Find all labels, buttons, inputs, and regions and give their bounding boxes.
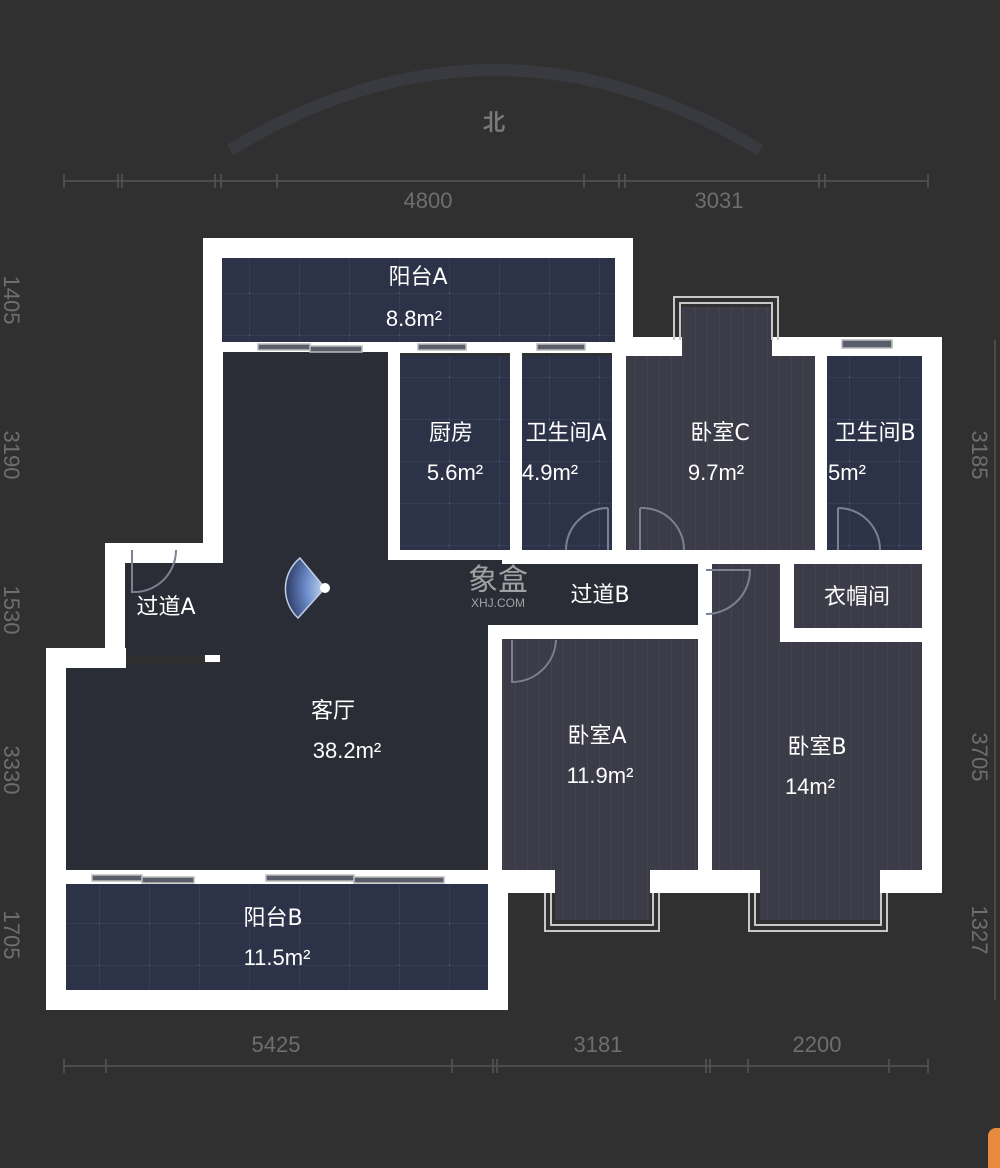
side-drawer-handle[interactable] (988, 1128, 1000, 1168)
dimension-left-4: 3330 (0, 746, 24, 795)
room-hallway-b[interactable] (400, 564, 698, 625)
room-balcony-b[interactable] (66, 884, 488, 990)
room-bathroom-a[interactable] (522, 356, 612, 550)
watermark: 象盒 XHJ.COM (468, 563, 528, 610)
dimension-left-2: 3190 (0, 431, 24, 480)
room-kitchen[interactable] (400, 356, 510, 550)
label-kitchen: 厨房 (429, 421, 473, 446)
room-hallway-a[interactable] (126, 563, 223, 655)
area-bedroom-a: 11.9m² (567, 763, 634, 788)
label-balcony-b: 阳台B (243, 906, 302, 931)
room-living-room[interactable] (66, 352, 502, 870)
area-balcony-a: 8.8m² (386, 306, 442, 331)
room-bathroom-b[interactable] (827, 356, 922, 550)
dimension-left-5: 1705 (0, 911, 24, 960)
watermark-brand: 象盒 (468, 563, 528, 598)
bay-windows (544, 296, 888, 932)
label-bedroom-b: 卧室B (787, 735, 846, 760)
label-bedroom-a: 卧室A (567, 724, 626, 749)
dimension-bottom-3: 2200 (793, 1032, 842, 1057)
area-bedroom-b: 14m² (785, 774, 835, 799)
room-bedroom-a[interactable] (502, 639, 698, 870)
label-bathroom-a: 卫生间A (525, 421, 606, 446)
room-bedroom-c[interactable] (626, 356, 815, 550)
area-bedroom-c: 9.7m² (688, 460, 744, 485)
label-bedroom-c: 卧室C (690, 421, 749, 446)
dimension-right-1: 3185 (967, 431, 992, 480)
dimension-top-2: 3031 (695, 188, 744, 213)
top-dimension-line (63, 174, 929, 188)
bottom-dimension-line (63, 1059, 929, 1073)
door-swings (131, 506, 881, 684)
room-closet[interactable] (794, 564, 922, 628)
view-cone-icon (284, 556, 330, 620)
area-bathroom-b: 5m² (828, 460, 866, 485)
sliding-doors (91, 339, 893, 884)
north-label: 北 (483, 111, 505, 136)
room-bedroom-b[interactable] (712, 564, 922, 870)
compass: 北 (226, 64, 764, 156)
area-living-room: 38.2m² (313, 738, 381, 763)
compass-arc-icon (226, 64, 764, 156)
label-balcony-a: 阳台A (388, 265, 447, 290)
label-hallway-a: 过道A (136, 595, 195, 620)
dimension-left-3: 1530 (0, 586, 24, 635)
dimension-right-2: 3705 (967, 733, 992, 782)
area-bathroom-a: 4.9m² (522, 460, 578, 485)
room-balcony-a[interactable] (222, 258, 615, 342)
dimension-right-3: 1327 (967, 906, 992, 955)
area-balcony-b: 11.5m² (244, 945, 311, 970)
dimension-top-1: 4800 (404, 188, 453, 213)
dimension-left-1: 1405 (0, 276, 24, 325)
area-kitchen: 5.6m² (427, 460, 483, 485)
label-hallway-b: 过道B (570, 583, 629, 608)
label-bathroom-b: 卫生间B (834, 421, 915, 446)
label-living-room: 客厅 (311, 699, 355, 724)
watermark-site: XHJ.COM (471, 596, 525, 610)
dimension-bottom-1: 5425 (252, 1032, 301, 1057)
label-closet: 衣帽间 (824, 585, 890, 610)
dimension-bottom-2: 3181 (574, 1032, 623, 1057)
